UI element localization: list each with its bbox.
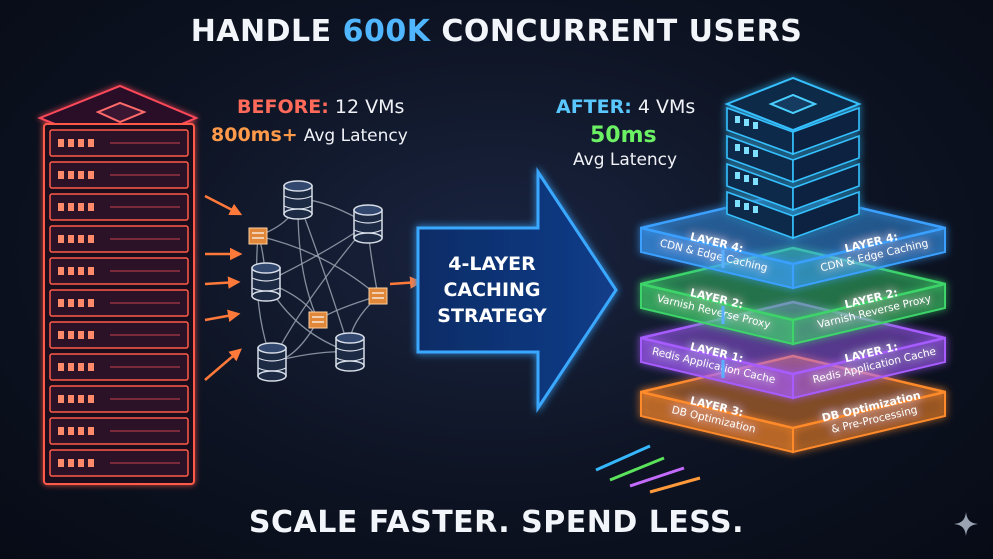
after-latency-text-line: Avg Latency: [573, 150, 677, 170]
title-prefix: HANDLE: [190, 14, 343, 49]
arrow-line-1: 4-LAYER: [448, 253, 536, 275]
rack-unit: [49, 129, 189, 157]
page-title: HANDLE 600K CONCURRENT USERS: [0, 14, 993, 49]
rack-unit: [49, 225, 189, 253]
after-vms-line: AFTER: 4 VMs: [556, 96, 695, 118]
arrow-line-2: CACHING: [443, 279, 540, 301]
after-vms: 4 VMs: [637, 96, 696, 118]
before-latency-value: 800ms+: [211, 124, 298, 146]
rack-unit: [49, 353, 189, 381]
rack-unit: [49, 449, 189, 477]
before-vms: 12 VMs: [334, 96, 405, 118]
sparkle-icon: [954, 512, 978, 536]
rack-unit: [49, 193, 189, 221]
after-latency-text: Avg Latency: [573, 150, 678, 170]
database-icon: [251, 262, 281, 302]
database-icon: [353, 204, 383, 244]
database-icon: [335, 332, 365, 372]
before-latency-line: 800ms+ Avg Latency: [211, 124, 408, 146]
server-rack-icon: [726, 134, 860, 184]
server-rack-icon: [726, 162, 860, 212]
rack-unit: [49, 385, 189, 413]
after-latency-value-line: 50ms: [590, 123, 657, 148]
incoming-traffic-arrows: [595, 444, 701, 494]
rack-unit: [49, 321, 189, 349]
rack-unit: [49, 161, 189, 189]
before-latency-text: Avg Latency: [303, 126, 408, 146]
chaotic-database-network: [204, 180, 423, 382]
document-icon: [308, 311, 328, 329]
title-suffix: CONCURRENT USERS: [430, 14, 803, 49]
after-label: AFTER:: [556, 96, 632, 118]
before-label: BEFORE:: [237, 96, 329, 118]
after-latency-value: 50ms: [590, 123, 657, 148]
server-rack-icon: [726, 190, 860, 240]
server-rack-units: [49, 129, 189, 477]
server-rack-icon: [726, 106, 860, 156]
title-highlight: 600K: [342, 14, 431, 49]
optimized-server-stack: [724, 76, 862, 240]
arrow-line-3: STRATEGY: [437, 305, 547, 327]
database-icon: [257, 342, 287, 382]
rack-unit: [49, 289, 189, 317]
document-icon: [368, 287, 388, 305]
footer-tagline: SCALE FASTER. SPEND LESS.: [248, 505, 745, 540]
database-icon: [283, 180, 313, 220]
document-icon: [248, 227, 268, 245]
before-vms-line: BEFORE: 12 VMs: [237, 96, 404, 118]
caching-strategy-arrow: [416, 167, 618, 413]
rack-unit: [49, 417, 189, 445]
rack-unit: [49, 257, 189, 285]
